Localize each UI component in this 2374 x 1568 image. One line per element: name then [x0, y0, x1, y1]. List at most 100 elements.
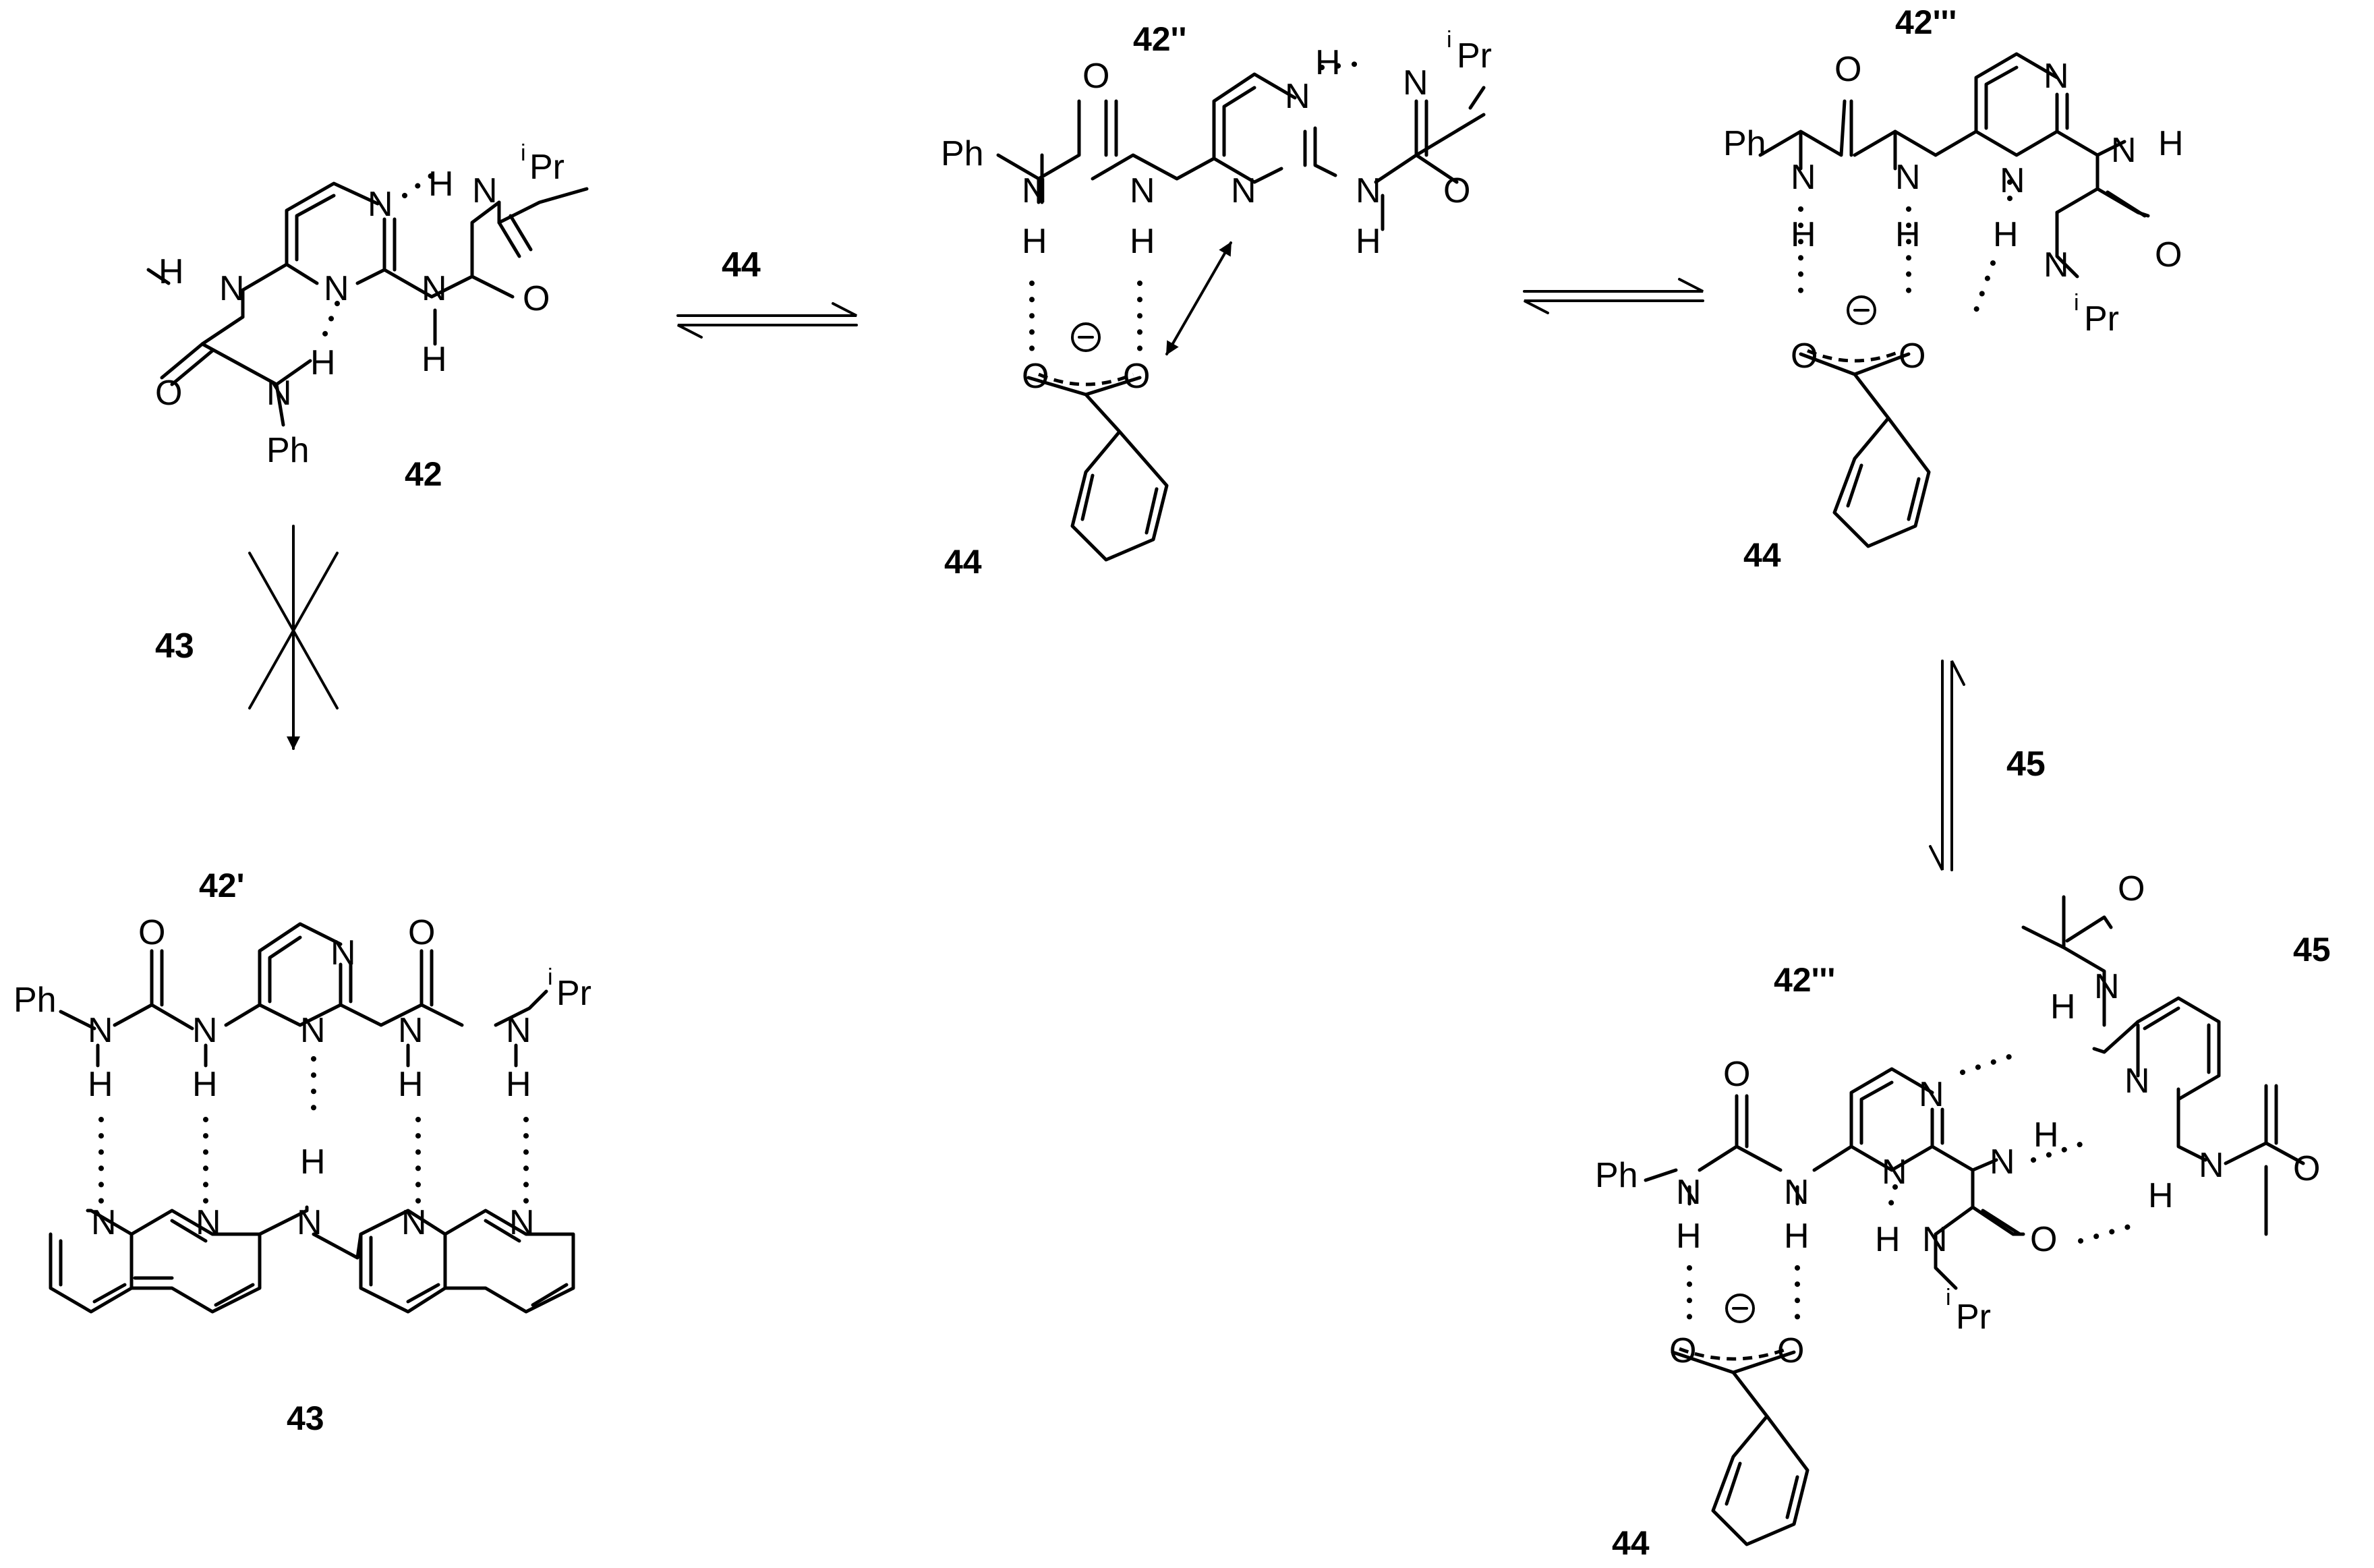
atom-o: O [155, 374, 182, 413]
atom-h: H [1791, 215, 1816, 254]
atom-n: N [2044, 57, 2069, 96]
compound-label-44-c: 44 [1612, 1524, 1650, 1562]
atom-n: N [297, 1203, 322, 1242]
phenyl-group: Ph [1595, 1156, 1638, 1195]
atom-h: H [158, 252, 184, 291]
atom-h: H [1356, 222, 1381, 261]
compound-label-43: 43 [287, 1399, 324, 1437]
reagent-label-43: 43 [155, 627, 194, 666]
ipr-group: Pr [2084, 299, 2119, 339]
structure-42pp: Ph N H O N H N N H N H N O i Pr O O [941, 27, 1492, 562]
atom-o: O [1082, 57, 1109, 96]
atom-h: H [1875, 1220, 1901, 1259]
atom-h: H [2158, 124, 2184, 163]
ipr-group: Pr [556, 974, 591, 1013]
negative-charge-icon [1847, 295, 1876, 325]
atom-n: N [1022, 171, 1047, 210]
atom-o: O [1443, 171, 1470, 210]
compound-label-42ppp-a: 42''' [1895, 3, 1957, 41]
atom-n: N [2094, 967, 2120, 1006]
atom-o: O [1123, 357, 1150, 396]
compound-label-44-b: 44 [1743, 536, 1781, 574]
reagent-label-45: 45 [2006, 745, 2046, 784]
atom-n: N [2044, 245, 2069, 285]
atom-h: H [192, 1065, 218, 1104]
atom-h: H [1895, 215, 1921, 254]
atom-h: H [428, 165, 454, 204]
atom-h: H [310, 343, 336, 382]
atom-o: O [1791, 337, 1818, 376]
phenyl-group: Ph [1723, 124, 1766, 163]
atom-n: N [1231, 171, 1256, 210]
atom-o: O [1777, 1331, 1804, 1370]
negative-charge-icon [1071, 322, 1101, 352]
phenyl-group: Ph [941, 134, 984, 173]
atom-n: N [219, 269, 245, 308]
atom-o: O [1899, 337, 1926, 376]
atom-h: H [2148, 1176, 2174, 1215]
atom-o: O [2293, 1149, 2320, 1188]
atom-o: O [138, 913, 165, 952]
ipr-sup: i [548, 964, 553, 990]
equilibrium-arrow-2 [1523, 278, 1704, 314]
compound-label-42pp: 42'' [1133, 20, 1186, 58]
atom-n: N [509, 1203, 535, 1242]
atom-n: N [1784, 1173, 1810, 1212]
atom-n: N [2124, 1062, 2150, 1101]
atom-n: N [368, 185, 393, 224]
atom-h: H [2033, 1115, 2059, 1155]
atom-h: H [1993, 215, 2019, 254]
atom-n: N [1919, 1075, 1944, 1114]
structure-42ppp-a: Ph N H O N H N N N H H O N i Pr O O [1723, 50, 2184, 548]
atom-n: N [192, 1011, 218, 1050]
atom-h: H [1130, 222, 1155, 261]
phenyl-group: Ph [13, 981, 57, 1020]
atom-o: O [1723, 1055, 1750, 1094]
ipr-sup: i [1946, 1285, 1951, 1310]
atom-o: O [523, 279, 550, 318]
atom-n: N [196, 1203, 221, 1242]
atom-n: N [266, 374, 292, 413]
atom-n: N [1130, 171, 1155, 210]
atom-h: H [1022, 222, 1047, 261]
atom-h: H [398, 1065, 424, 1104]
atom-h: H [300, 1142, 326, 1182]
atom-n: N [324, 269, 349, 308]
compound-label-42p: 42' [199, 867, 245, 904]
atom-n: N [1882, 1153, 1907, 1192]
compound-label-45: 45 [2293, 931, 2331, 968]
ipr-group: Pr [1956, 1298, 1991, 1337]
atom-n: N [1895, 158, 1921, 197]
atom-o: O [1834, 50, 1861, 89]
atom-o: O [2030, 1220, 2057, 1259]
reagent-label-44: 44 [722, 245, 761, 285]
atom-n: N [401, 1203, 427, 1242]
atom-o: O [408, 913, 435, 952]
atom-h: H [1676, 1217, 1702, 1256]
compound-label-42: 42 [405, 455, 442, 493]
compound-label-44-a: 44 [944, 543, 982, 581]
atom-n: N [2000, 161, 2025, 200]
atom-n: N [506, 1011, 531, 1050]
phenyl-group: Ph [266, 431, 310, 470]
atom-o: O [1669, 1331, 1696, 1370]
ipr-sup: i [2074, 290, 2079, 316]
atom-n: N [330, 933, 356, 972]
negative-charge-icon [1725, 1294, 1755, 1323]
ipr-group: Pr [529, 148, 564, 187]
structure-42p-43: Ph N H O N H N N N H O N H i Pr N N H N … [13, 913, 591, 1314]
atom-n: N [1990, 1142, 2015, 1182]
atom-n: N [1922, 1220, 1948, 1259]
atom-o: O [1022, 357, 1049, 396]
atom-o: O [2155, 235, 2182, 274]
atom-n: N [1356, 171, 1381, 210]
atom-n: N [88, 1011, 113, 1050]
compound-label-42ppp-b: 42''' [1774, 961, 1835, 999]
atom-h: H [2050, 987, 2076, 1026]
atom-n: N [1285, 77, 1310, 116]
atom-n: N [422, 269, 447, 308]
blocked-arrow [248, 525, 339, 750]
atom-n: N [1791, 158, 1816, 197]
atom-o: O [2118, 869, 2145, 908]
